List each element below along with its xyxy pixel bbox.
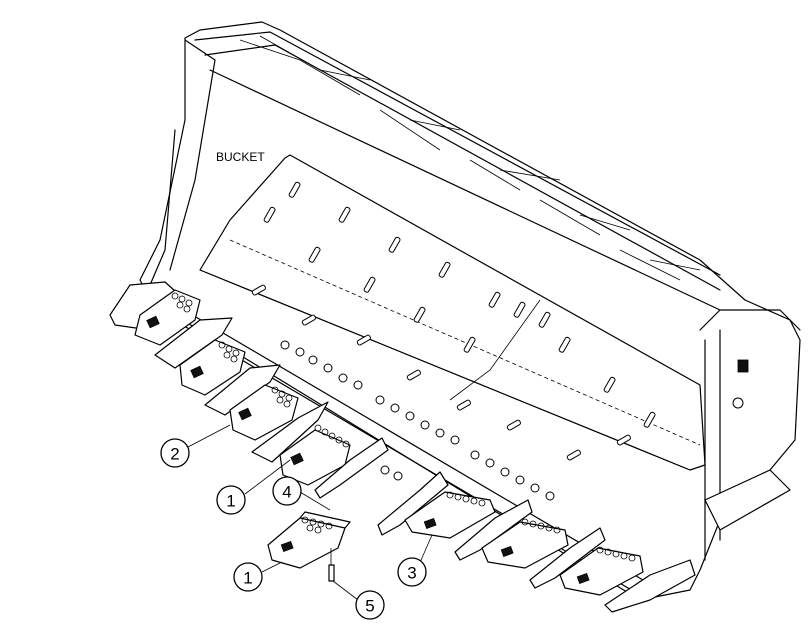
tooth-adapter-7	[454, 499, 569, 569]
callout-4: 4	[272, 476, 302, 506]
tooth-adapter-1	[109, 281, 201, 346]
tooth-adapter-6	[377, 471, 496, 539]
tooth-adapter-5	[314, 437, 389, 499]
edge-holes	[280, 340, 555, 501]
tooth-adapter-end	[604, 559, 696, 613]
callout-2-number: 2	[170, 445, 179, 464]
tooth-adapter-4	[251, 401, 351, 486]
bucket-body	[139, 21, 801, 601]
callout-5-number: 5	[365, 597, 374, 616]
callout-4-number: 4	[282, 483, 291, 502]
tooth-adapter-2	[154, 317, 246, 396]
floor-slots	[251, 181, 656, 461]
callout-5: 5	[355, 590, 385, 620]
callout-1-upper: 1	[216, 485, 246, 515]
callout-3-number: 3	[407, 564, 416, 583]
teeth-row	[109, 281, 696, 613]
callout-1-lower-number: 1	[243, 569, 252, 588]
tooth-adapter-8	[529, 527, 644, 596]
callout-2: 2	[160, 438, 190, 468]
retainer-pin	[328, 564, 335, 582]
bucket-label: BUCKET	[216, 150, 265, 164]
tooth-adapter-3	[204, 364, 299, 441]
exploded-tooth	[267, 511, 351, 582]
callout-1-upper-number: 1	[226, 492, 235, 511]
callout-3: 3	[397, 557, 427, 587]
callout-1-lower: 1	[233, 562, 263, 592]
